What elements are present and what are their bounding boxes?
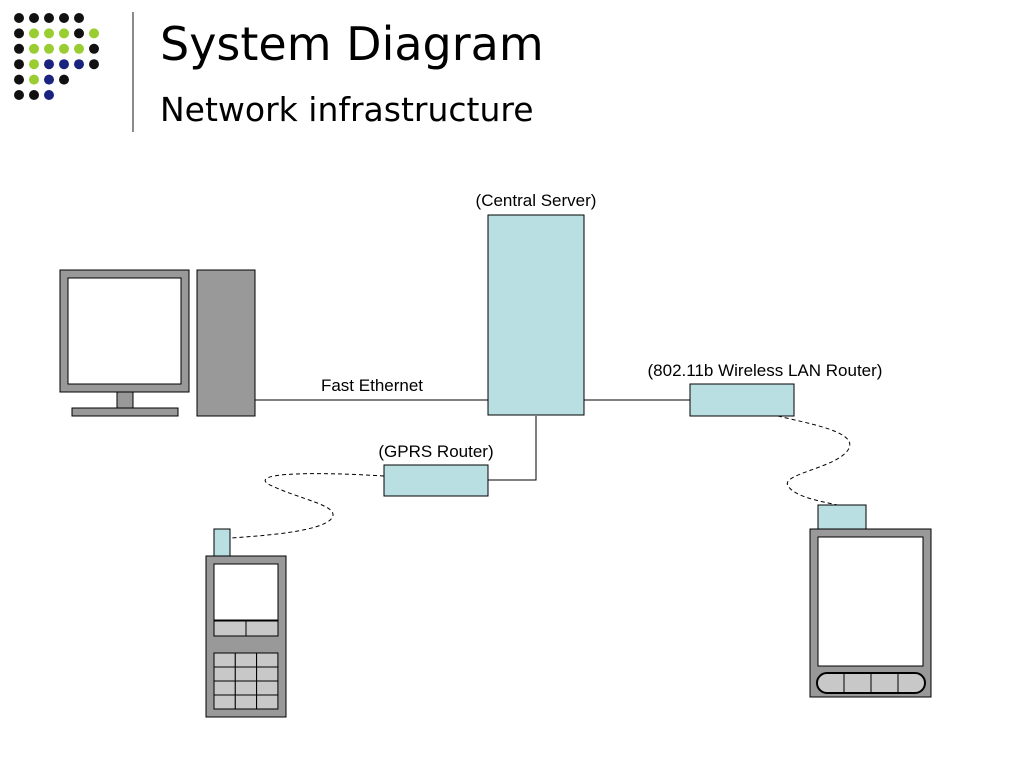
logo-dot	[59, 13, 69, 23]
logo-dot	[44, 43, 54, 54]
wireless-router-label: (802.11b Wireless LAN Router)	[648, 361, 883, 380]
logo-dot	[74, 43, 84, 54]
logo-dot	[59, 59, 69, 70]
logo-dot	[14, 59, 24, 70]
logo-dot	[14, 90, 24, 100]
pda-wireless-card	[817, 504, 867, 530]
phone-key	[256, 666, 279, 682]
logo-dot	[74, 28, 84, 39]
logo-dot	[74, 13, 84, 23]
monitor-neck	[116, 391, 134, 409]
monitor-base	[71, 407, 179, 417]
phone-key	[234, 694, 258, 710]
logo-dot	[44, 28, 54, 39]
logo-dot	[89, 43, 99, 54]
logo-dot	[89, 28, 99, 39]
phone-key	[213, 666, 236, 682]
logo-dot	[59, 28, 69, 39]
slide-title: System Diagram	[160, 17, 544, 71]
logo-dot	[29, 43, 39, 54]
server-to-gprs-link	[488, 416, 537, 481]
monitor-screen	[67, 277, 182, 385]
logo-dot	[14, 28, 24, 39]
pda-screen	[817, 536, 924, 667]
pda-icon	[809, 504, 932, 698]
fast-ethernet-label: Fast Ethernet	[321, 376, 423, 395]
logo-dot-grid	[14, 13, 99, 100]
logo-dot	[14, 43, 24, 54]
phone-key	[213, 680, 236, 696]
central-server-label: (Central Server)	[476, 191, 597, 210]
wireless-router-box	[689, 383, 795, 417]
logo-dot	[29, 90, 39, 100]
logo-dot	[29, 59, 39, 70]
logo-dot	[44, 90, 54, 100]
logo-dot	[74, 59, 84, 70]
phone-softkey-left	[213, 620, 247, 637]
computer-tower	[196, 269, 256, 417]
mobile-phone-icon	[205, 528, 287, 718]
phone-key	[234, 652, 258, 668]
phone-antenna	[213, 528, 231, 557]
logo-dot	[29, 74, 39, 85]
phone-key	[213, 694, 236, 710]
logo-dot	[44, 74, 54, 85]
phone-key	[234, 680, 258, 696]
logo-dot	[59, 74, 69, 85]
logo-dot	[44, 13, 54, 23]
phone-keypad	[213, 652, 279, 710]
gprs-router-label: (GPRS Router)	[378, 442, 493, 461]
gprs-wireless-link	[229, 473, 385, 539]
logo-dot	[89, 59, 99, 70]
logo-dot	[14, 74, 24, 85]
central-server-box	[487, 214, 585, 416]
wifi-wireless-link	[777, 415, 851, 507]
phone-key	[234, 666, 258, 682]
gprs-router-box	[383, 464, 489, 497]
phone-key	[213, 652, 236, 668]
desktop-computer-icon	[59, 269, 256, 417]
phone-key	[256, 652, 279, 668]
logo-dot	[29, 28, 39, 39]
phone-screen	[213, 563, 279, 621]
logo-dot	[44, 59, 54, 70]
phone-key	[256, 694, 279, 710]
logo-dot	[14, 13, 24, 23]
phone-key	[256, 680, 279, 696]
logo-dot	[59, 43, 69, 54]
phone-softkey-right	[245, 620, 279, 637]
logo-dot	[29, 13, 39, 23]
title-divider	[132, 12, 134, 132]
slide-subtitle: Network infrastructure	[160, 90, 534, 129]
